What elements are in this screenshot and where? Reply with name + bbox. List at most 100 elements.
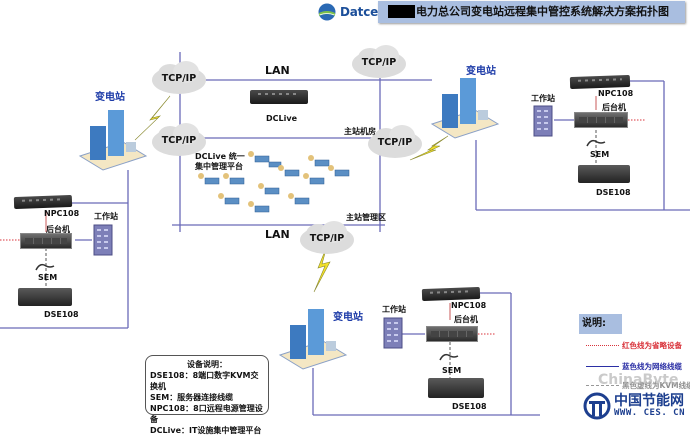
device-legend: 设备说明： DSE108：8端口数字KVM交换机 SEM：服务器连接线缆 NPC… <box>145 355 269 435</box>
substation-building-icon <box>278 309 348 370</box>
platform-label-line1: DCLive 统一 <box>195 152 245 161</box>
dse108-label: DSE108 <box>596 188 631 197</box>
sem-label: SEM <box>590 150 610 159</box>
dse108-label: DSE108 <box>452 402 487 411</box>
desk-icon <box>254 155 270 163</box>
page-title: 电力总公司变电站远程集中管控系统解决方案拓扑图 <box>378 1 685 23</box>
redacted-block <box>388 4 415 18</box>
red-dotted-line-swatch <box>586 345 619 346</box>
desk-icon <box>268 161 282 168</box>
line-legend-label: 蓝色线为网络线缆 <box>622 362 682 371</box>
workstation-tower-icon <box>93 224 113 256</box>
cloud-label: TCP/IP <box>361 56 397 68</box>
backend-server <box>426 326 478 342</box>
line-legend-title: 说明: <box>579 314 622 334</box>
workstation-label: 工作站 <box>531 94 555 103</box>
npc108-device <box>569 74 631 90</box>
wireless-link-icon <box>134 95 171 141</box>
substation-label: 变电站 <box>333 312 363 323</box>
substation-building-icon <box>430 78 500 139</box>
npc108-device <box>421 286 481 302</box>
line-legend-label: 黑色虚线为KVM线缆 <box>622 381 690 390</box>
server-room-label: 主站机房 <box>344 127 376 136</box>
npc108-device <box>13 194 73 210</box>
platform-label-line2: 集中管理平台 <box>195 162 243 171</box>
blue-solid-line-swatch <box>586 366 619 367</box>
sem-cable-icon <box>586 139 606 147</box>
substation-label: 变电站 <box>95 92 125 103</box>
workstation-tower-icon <box>533 105 553 137</box>
tcpip-cloud: TCP/IP <box>350 44 408 80</box>
device-legend-item: DCLive：IT设施集中管理平台 <box>150 426 262 435</box>
page-title-text: 电力总公司变电站远程集中管控系统解决方案拓扑图 <box>416 5 669 18</box>
tcpip-cloud: TCP/IP <box>150 60 208 96</box>
sem-cable-icon <box>439 353 459 361</box>
desk-icon <box>284 169 300 177</box>
tcpip-cloud: TCP/IP <box>298 220 356 256</box>
dclive-label: DCLive <box>266 114 297 123</box>
chinabyte-watermark: ChinaByte <box>598 372 679 388</box>
sem-label: SEM <box>442 366 462 375</box>
substation-building-icon <box>78 110 148 171</box>
sem-label: SEM <box>38 273 58 282</box>
tcpip-cloud: TCP/IP <box>366 124 424 160</box>
cloud-icon <box>352 45 406 78</box>
desk-icon <box>204 177 220 185</box>
backend-label: 后台机 <box>454 315 478 324</box>
workstation-label: 工作站 <box>94 212 118 221</box>
dse108-kvm-switch <box>428 378 484 398</box>
backend-label: 后台机 <box>46 225 70 234</box>
ces-logo-icon <box>583 392 611 420</box>
line-legend-item: 红色线为省略设备 <box>586 340 682 351</box>
workstation-tower-icon <box>383 317 403 349</box>
cloud-label: TCP/IP <box>161 72 197 84</box>
cloud-icon <box>300 221 354 254</box>
desk-icon <box>254 205 270 213</box>
backend-server <box>574 112 628 128</box>
black-dashed-line-swatch <box>586 385 619 386</box>
device-legend-item: DSE108：8端口数字KVM交换机 <box>150 371 259 391</box>
wireless-link-icon <box>409 135 449 161</box>
line-legend-label: 红色线为省略设备 <box>622 341 682 350</box>
cloud-icon <box>152 61 206 94</box>
lan-bottom-label: LAN <box>265 228 290 241</box>
desk-icon <box>229 177 245 185</box>
lan-top-label: LAN <box>265 64 290 77</box>
npc108-label: NPC108 <box>451 301 487 310</box>
backend-label: 后台机 <box>602 103 626 112</box>
dse108-kvm-switch <box>578 165 630 183</box>
ces-watermark-url: WWW. CES. CN <box>614 408 686 418</box>
cloud-icon <box>152 123 206 156</box>
desk-icon <box>224 197 240 205</box>
substation-label: 变电站 <box>466 66 496 77</box>
network-lines <box>0 52 690 416</box>
dclive-appliance <box>250 90 308 104</box>
desk-icon <box>294 197 310 205</box>
desk-icon <box>314 159 330 167</box>
npc108-label: NPC108 <box>598 89 634 98</box>
tcpip-cloud: TCP/IP <box>150 122 208 158</box>
dse108-kvm-switch <box>18 288 72 306</box>
desk-icon <box>309 177 325 185</box>
backend-server <box>20 233 72 249</box>
dse108-label: DSE108 <box>44 310 79 319</box>
sem-cable-icon <box>35 263 55 271</box>
cloud-label: TCP/IP <box>161 134 197 146</box>
npc108-label: NPC108 <box>44 209 80 218</box>
operator-workstations <box>198 151 350 213</box>
line-legend-item: 黑色虚线为KVM线缆 <box>586 380 690 391</box>
device-legend-item: SEM：服务器连接线缆 <box>150 393 234 402</box>
desk-icon <box>334 169 350 177</box>
cloud-label: TCP/IP <box>309 232 345 244</box>
device-legend-title: 设备说明： <box>187 360 227 369</box>
cloud-icon <box>368 125 422 158</box>
workstation-label: 工作站 <box>382 305 406 314</box>
desk-icon <box>264 187 280 195</box>
device-legend-item: NPC108：8口远程电源管理设备 <box>150 404 263 424</box>
management-area-label: 主站管理区 <box>346 213 386 222</box>
line-legend-item: 蓝色线为网络线缆 <box>586 361 682 372</box>
cloud-label: TCP/IP <box>377 136 413 148</box>
ces-watermark-text: 中国节能网 <box>614 393 684 409</box>
wireless-link-icon <box>313 245 331 293</box>
globe-logo-icon <box>318 3 336 21</box>
